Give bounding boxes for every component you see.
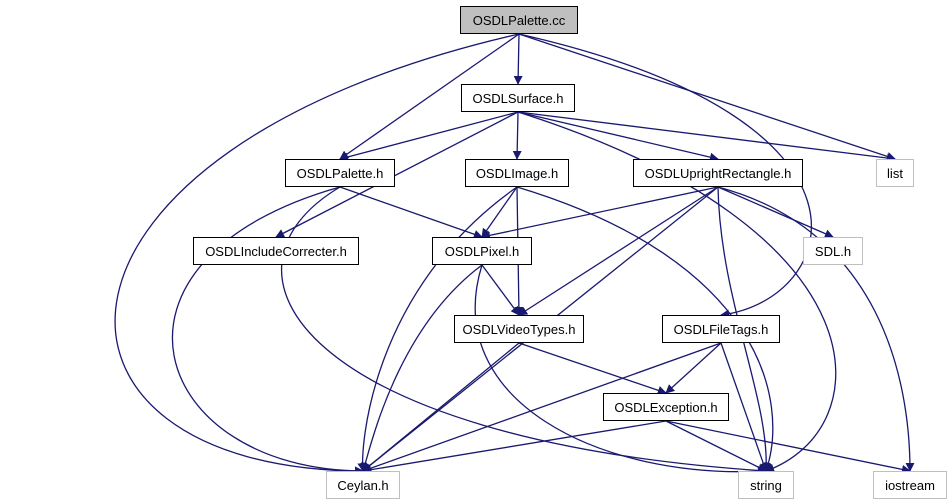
- node-upright[interactable]: OSDLUprightRectangle.h: [633, 159, 803, 187]
- node-exception[interactable]: OSDLException.h: [603, 393, 729, 421]
- node-includecorr[interactable]: OSDLIncludeCorrecter.h: [193, 237, 359, 265]
- edge-surface-to-upright: [517, 111, 719, 162]
- edge-root-to-ceylan: [114, 33, 520, 476]
- edge-palette-to-string: [280, 186, 767, 475]
- edge-surface-to-image: [512, 111, 522, 160]
- node-videotypes[interactable]: OSDLVideoTypes.h: [454, 315, 584, 343]
- node-filetags[interactable]: OSDLFileTags.h: [662, 315, 780, 343]
- node-ceylan: Ceylan.h: [326, 471, 400, 499]
- node-image[interactable]: OSDLImage.h: [465, 159, 569, 187]
- edge-upright-to-pixel: [481, 186, 719, 240]
- edge-root-to-list: [518, 33, 896, 161]
- edge-videotypes-to-ceylan: [362, 342, 520, 472]
- node-sdl: SDL.h: [803, 237, 863, 265]
- node-pixel[interactable]: OSDLPixel.h: [432, 237, 532, 265]
- edge-exception-to-string: [665, 420, 767, 472]
- edge-upright-to-sdl: [717, 186, 834, 238]
- node-iostream: iostream: [873, 471, 947, 499]
- edge-upright-to-videotypes: [518, 186, 719, 316]
- node-surface[interactable]: OSDLSurface.h: [461, 84, 575, 112]
- edge-image-to-pixel: [481, 186, 518, 238]
- edge-root-to-surface: [513, 33, 523, 85]
- node-root[interactable]: OSDLPalette.cc: [460, 6, 578, 34]
- edge-exception-to-ceylan: [362, 420, 667, 475]
- edge-surface-to-includecorr: [275, 111, 519, 238]
- edge-root-to-palette: [339, 33, 520, 160]
- edge-exception-to-iostream: [665, 420, 911, 474]
- edge-filetags-to-exception: [665, 342, 722, 394]
- edge-surface-to-list: [517, 111, 896, 163]
- edge-root-to-filetags: [518, 33, 812, 319]
- node-string: string: [738, 471, 794, 499]
- edge-upright-to-iostream: [717, 186, 915, 472]
- edge-palette-to-ceylan: [171, 186, 364, 476]
- edge-filetags-to-string: [720, 342, 768, 472]
- edge-pixel-to-videotypes: [481, 264, 520, 316]
- edge-pixel-to-ceylan: [361, 264, 483, 472]
- edge-filetags-to-ceylan: [362, 342, 722, 473]
- node-palette[interactable]: OSDLPalette.h: [285, 159, 395, 187]
- edge-image-to-ceylan: [357, 186, 518, 472]
- node-list: list: [876, 159, 914, 187]
- edge-surface-to-palette: [339, 111, 519, 162]
- edge-palette-to-pixel: [339, 186, 483, 239]
- edge-videotypes-to-exception: [518, 342, 667, 395]
